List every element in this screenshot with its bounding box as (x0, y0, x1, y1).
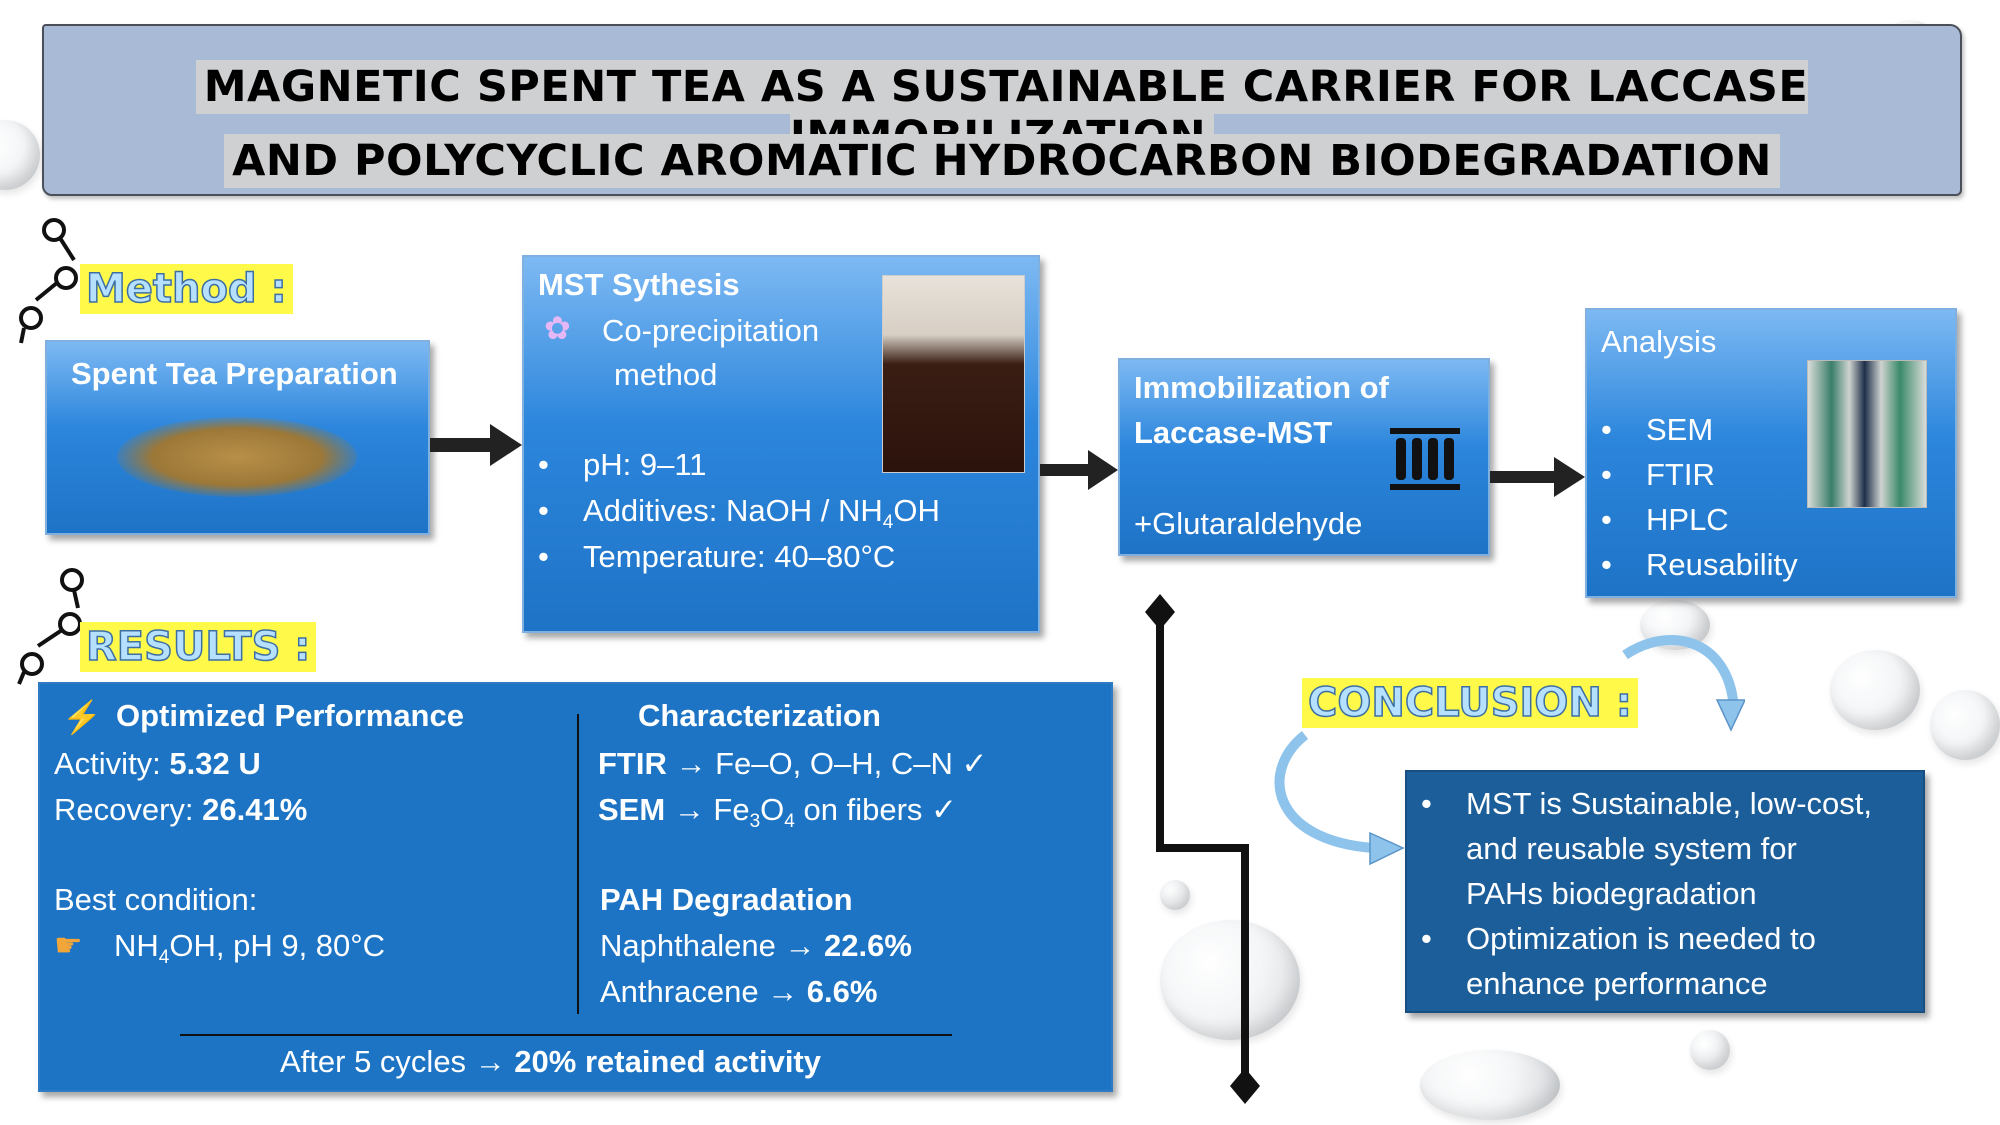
ftir-row: FTIR → Fe–O, O–H, C–N ✓ (598, 746, 988, 781)
water-drop-decoration (1420, 1050, 1560, 1120)
best-condition-label: Best condition: (54, 882, 258, 917)
immobilization-box: Immobilization of Laccase-MST +Glutarald… (1118, 358, 1490, 556)
mst-bullet: •pH: 9–11 (538, 447, 707, 482)
step-connector (1145, 594, 1260, 1104)
characterization-title: Characterization (638, 698, 881, 733)
conclusion-box: •MST is Sustainable, low-cost, and reusa… (1405, 770, 1925, 1013)
analysis-item: •Reusability (1601, 547, 1798, 582)
activity-row: Activity: 5.32 U (54, 746, 261, 781)
method-label: Method : (80, 264, 293, 314)
results-box: ⚡ Optimized Performance Activity: 5.32 U… (38, 682, 1113, 1092)
water-drop-decoration (0, 120, 40, 190)
optimized-title: Optimized Performance (116, 698, 464, 733)
cycles-footer: After 5 cycles → 20% retained activity (280, 1044, 821, 1079)
anthracene-row: Anthracene → 6.6% (600, 974, 878, 1009)
water-drop-decoration (1830, 650, 1920, 730)
conclusion-bullet-line: and reusable system for (1466, 831, 1797, 866)
cuvettes-photo (1807, 360, 1927, 508)
arrow-right-icon (1490, 457, 1585, 497)
mst-bullet: •Temperature: 40–80°C (538, 539, 896, 574)
results-label: RESULTS : (80, 622, 317, 672)
test-tubes-icon (1390, 428, 1460, 490)
analysis-item: •HPLC (1601, 502, 1729, 537)
conclusion-bullet-line: PAHs biodegradation (1466, 876, 1757, 911)
chain-link-icon (19, 218, 78, 344)
water-drop-decoration (1690, 1030, 1730, 1070)
gear-icon: ✿ (544, 310, 571, 346)
title-banner: MAGNETIC SPENT TEA AS A SUSTAINABLE CARR… (42, 24, 1962, 196)
column-divider (577, 714, 579, 1014)
analysis-box: Analysis •SEM •FTIR •HPLC •Reusability (1585, 308, 1957, 598)
analysis-title: Analysis (1601, 324, 1717, 359)
water-drop-decoration (1160, 920, 1300, 1040)
immobilization-title: Immobilization of (1134, 370, 1389, 405)
spent-tea-title: Spent Tea Preparation (71, 356, 398, 391)
immobilization-title-2: Laccase-MST (1134, 415, 1333, 450)
mst-subtitle-2: method (614, 357, 718, 392)
best-condition-value: NH4OH, pH 9, 80°C (114, 928, 386, 969)
spent-tea-image (117, 417, 357, 497)
sem-row: SEM → Fe3O4 on fibers ✓ (598, 792, 957, 833)
analysis-item: •FTIR (1601, 457, 1715, 492)
conclusion-bullet-line: enhance performance (1466, 966, 1768, 1001)
arrow-right-icon (430, 424, 522, 466)
chain-link-icon (17, 568, 84, 685)
recovery-row: Recovery: 26.41% (54, 792, 308, 827)
analysis-item: •SEM (1601, 412, 1714, 447)
water-drop-decoration (1930, 690, 2000, 760)
pah-title: PAH Degradation (600, 882, 853, 917)
arrow-right-icon (1040, 450, 1118, 490)
water-drop-decoration (1160, 880, 1190, 910)
mst-subtitle: Co-precipitation (602, 313, 820, 348)
conclusion-bullet: •Optimization is needed to (1421, 921, 1816, 956)
curved-arrow-icon (1622, 635, 1745, 732)
spent-tea-box: Spent Tea Preparation (45, 340, 430, 535)
lightning-icon: ⚡ (62, 699, 102, 735)
immobilization-note: +Glutaraldehyde (1134, 506, 1363, 541)
naphthalene-row: Naphthalene → 22.6% (600, 928, 912, 963)
title-line-2: AND POLYCYCLIC AROMATIC HYDROCARBON BIOD… (44, 134, 1960, 188)
footer-divider (180, 1034, 952, 1036)
conclusion-label: CONCLUSION : (1302, 678, 1638, 728)
mst-bullet: •Additives: NaOH / NH4OH (538, 493, 940, 534)
beaker-photo (882, 275, 1025, 473)
mst-title: MST Sythesis (538, 267, 740, 302)
curved-arrow-icon (1274, 731, 1405, 866)
pointing-hand-icon: ☛ (54, 927, 83, 963)
mst-synthesis-box: MST Sythesis ✿ Co-precipitation method •… (522, 255, 1040, 633)
conclusion-bullet: •MST is Sustainable, low-cost, (1421, 786, 1873, 821)
